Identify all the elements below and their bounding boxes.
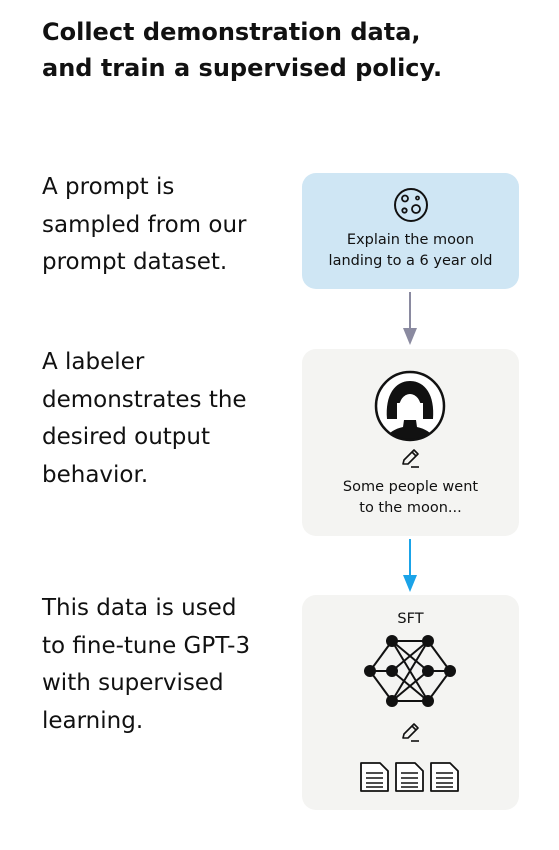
step-2-line: A labeler	[42, 349, 145, 375]
step-3-line: to fine-tune GPT-3	[42, 632, 251, 659]
prompt-text-line: landing to a 6 year old	[328, 253, 493, 269]
prompt-text-line: Explain the moon	[346, 232, 475, 248]
labeler-output-line: to the moon...	[359, 500, 462, 516]
step-3-line: learning.	[42, 707, 144, 734]
step-2-description: A labeler demonstrates the desired outpu…	[42, 344, 292, 494]
labeler-box: Some people went to the moon...	[302, 349, 519, 536]
labeler-output-text: Some people went to the moon...	[302, 477, 519, 519]
moon-icon	[394, 188, 428, 222]
neural-network-icon	[364, 635, 456, 707]
pencil-icon	[402, 449, 419, 468]
step-1-line: A prompt is	[42, 174, 175, 200]
labeler-output-line: Some people went	[342, 479, 479, 495]
step-3-description: This data is used to fine-tune GPT-3 wit…	[42, 590, 292, 740]
pencil-icon	[402, 723, 419, 742]
step-3-line: with supervised	[42, 670, 224, 696]
step-1-line: sampled from our	[42, 211, 247, 238]
step-2-line: desired output	[42, 424, 210, 450]
prompt-box: Explain the moon landing to a 6 year old	[302, 173, 519, 289]
step-1-description: A prompt is sampled from our prompt data…	[42, 169, 292, 282]
step-3-line: This data is used	[42, 595, 237, 621]
diagram-title: Collect demonstration data, and train a …	[42, 14, 542, 86]
step-2-line: behavior.	[42, 461, 149, 488]
title-line-1: Collect demonstration data,	[42, 18, 421, 46]
down-arrow-gray	[403, 292, 417, 345]
sft-box: SFT	[302, 595, 519, 810]
labeler-avatar-icon	[374, 370, 446, 442]
title-line-2: and train a supervised policy.	[42, 54, 443, 82]
step-2-line: demonstrates the	[42, 386, 247, 413]
documents-icon	[360, 762, 459, 792]
down-arrow-blue	[403, 539, 417, 592]
step-1-line: prompt dataset.	[42, 249, 228, 275]
prompt-text: Explain the moon landing to a 6 year old	[302, 230, 519, 272]
sft-label: SFT	[397, 611, 424, 627]
